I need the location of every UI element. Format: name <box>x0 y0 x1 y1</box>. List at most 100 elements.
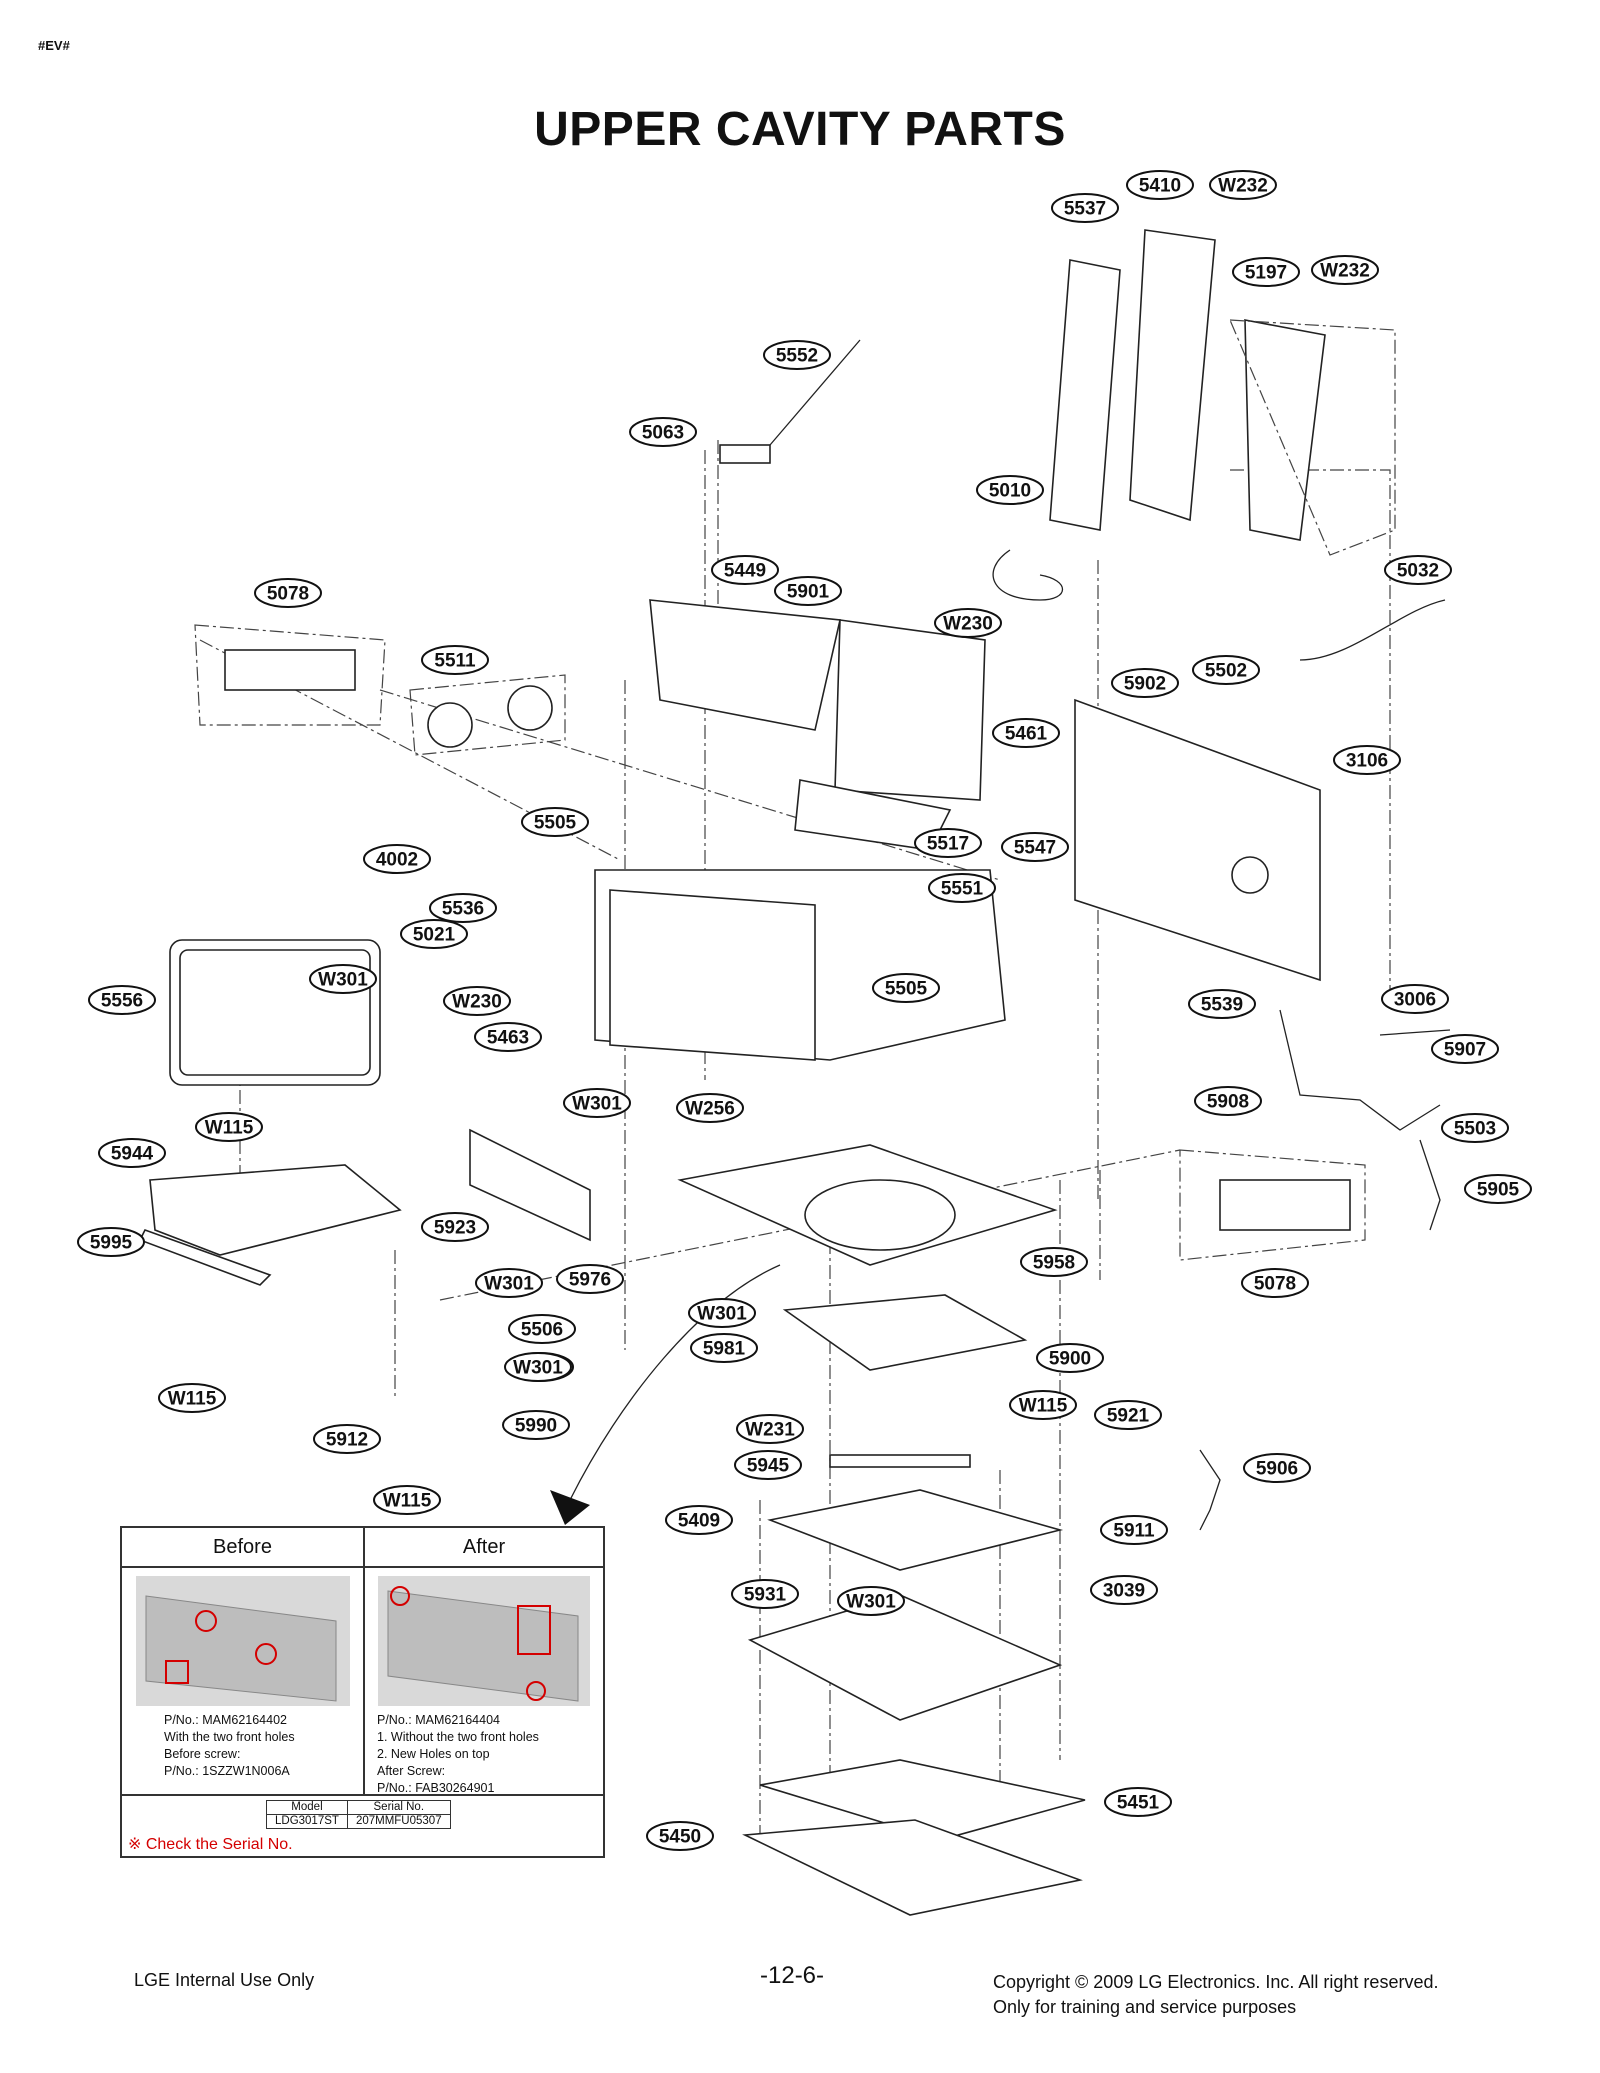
callout-w301: W301 <box>563 1088 631 1118</box>
after-line-3: 2. New Holes on top <box>377 1747 490 1761</box>
callout-w301: W301 <box>837 1586 905 1616</box>
before-column: Before P/No.: MAM62164402 With the two f… <box>122 1528 365 1794</box>
callout-5958: 5958 <box>1020 1247 1088 1277</box>
duct-assembly-5901 <box>834 619 986 801</box>
callout-5923: 5923 <box>421 1212 489 1242</box>
callout-label: W301 <box>697 1304 747 1325</box>
callout-label: 5552 <box>776 346 818 367</box>
callout-label: W301 <box>318 970 368 991</box>
callout-5511: 5511 <box>421 645 489 675</box>
callout-label: 5409 <box>678 1511 720 1532</box>
before-line-3: Before screw: <box>164 1747 241 1761</box>
callout-5503: 5503 <box>1441 1113 1509 1143</box>
after-line-1: P/No.: MAM62164404 <box>377 1713 500 1727</box>
callout-label: W256 <box>685 1099 735 1120</box>
callout-label: 5902 <box>1124 674 1166 695</box>
callout-label: 3006 <box>1394 990 1436 1011</box>
callout-label: W230 <box>943 614 993 635</box>
callout-5449: 5449 <box>711 555 779 585</box>
callout-label: 5506 <box>521 1320 563 1341</box>
callout-label: 5912 <box>326 1430 368 1451</box>
callout-5517: 5517 <box>914 828 982 858</box>
callout-5908: 5908 <box>1194 1086 1262 1116</box>
callout-label: W301 <box>572 1094 622 1115</box>
callout-label: 3039 <box>1103 1581 1145 1602</box>
bottom-assembly-5944 <box>149 1164 402 1256</box>
check-serial-note: ※ Check the Serial No. <box>128 1836 293 1853</box>
serial-value: 207MMFU05307 <box>346 1814 451 1829</box>
callout-label: 5958 <box>1033 1253 1075 1274</box>
callout-label: 5931 <box>744 1585 787 1606</box>
callout-label: W115 <box>168 1389 217 1410</box>
callout-label: W232 <box>1218 176 1268 197</box>
callout-label: 5945 <box>747 1456 790 1477</box>
callout-5450: 5450 <box>646 1821 714 1851</box>
callout-5900: 5900 <box>1036 1343 1104 1373</box>
callout-w256: W256 <box>676 1093 744 1123</box>
callout-5552: 5552 <box>763 340 831 370</box>
serial-header: Serial No. <box>346 1800 451 1815</box>
callout-5901: 5901 <box>774 576 842 606</box>
callout-5078: 5078 <box>254 578 322 608</box>
duct-5410 <box>1129 229 1216 522</box>
callout-5409: 5409 <box>665 1505 733 1535</box>
callout-5981: 5981 <box>690 1333 758 1363</box>
callout-label: 5463 <box>487 1028 529 1049</box>
after-photo <box>378 1576 590 1706</box>
after-line-5: P/No.: FAB30264901 <box>377 1781 495 1795</box>
callout-label: 5944 <box>111 1144 154 1165</box>
callout-5902: 5902 <box>1111 668 1179 698</box>
callout-5021: 5021 <box>400 919 468 949</box>
callout-w231: W231 <box>736 1414 804 1444</box>
before-photo <box>135 1576 350 1706</box>
callout-5010: 5010 <box>976 475 1044 505</box>
callout-w230: W230 <box>443 986 511 1016</box>
callout-3106: 3106 <box>1333 745 1401 775</box>
before-line-4: P/No.: 1SZZW1N006A <box>164 1764 290 1778</box>
callout-label: 5449 <box>724 561 766 582</box>
callout-5551: 5551 <box>928 873 996 903</box>
callout-w301: W301 <box>475 1268 543 1298</box>
callout-w232: W232 <box>1209 170 1277 200</box>
after-line-4: After Screw: <box>377 1764 446 1778</box>
before-heading: Before <box>122 1528 363 1568</box>
callout-5197: 5197 <box>1232 257 1300 287</box>
callout-5912: 5912 <box>313 1424 381 1454</box>
page-title: UPPER CAVITY PARTS <box>534 103 1066 156</box>
callout-label: 5556 <box>101 991 143 1012</box>
callout-5063: 5063 <box>629 417 697 447</box>
callout-5556: 5556 <box>88 985 156 1015</box>
note-divider <box>122 1794 603 1796</box>
callout-w301: W301 <box>688 1298 756 1328</box>
callout-5905: 5905 <box>1464 1174 1532 1204</box>
after-lines: P/No.: MAM62164404 1. Without the two fr… <box>365 1706 603 1797</box>
callout-label: 5063 <box>642 423 684 444</box>
callout-5906: 5906 <box>1243 1453 1311 1483</box>
callout-5911: 5911 <box>1100 1515 1168 1545</box>
page-number: -12-6- <box>760 1962 825 1989</box>
callout-label: 5511 <box>434 651 476 672</box>
igniter-bracket-5078-right <box>1179 1149 1366 1261</box>
callout-5506: 5506 <box>508 1314 576 1344</box>
before-line-1: P/No.: MAM62164402 <box>164 1713 287 1727</box>
callout-5505: 5505 <box>872 973 940 1003</box>
callout-5461: 5461 <box>992 718 1060 748</box>
rear-panel-5539 <box>1074 698 1321 982</box>
callout-label: 5502 <box>1205 661 1247 682</box>
callout-label: 5450 <box>659 1827 701 1848</box>
callout-label: 5537 <box>1064 199 1106 220</box>
training-line: Only for training and service purposes <box>993 1997 1297 2017</box>
callout-5976: 5976 <box>556 1264 624 1294</box>
copyright-line: Copyright © 2009 LG Electronics. Inc. Al… <box>993 1972 1439 1992</box>
callout-5463: 5463 <box>474 1022 542 1052</box>
callout-5990: 5990 <box>502 1410 570 1440</box>
callout-label: W301 <box>513 1358 563 1379</box>
callout-label: 5551 <box>941 879 984 900</box>
callout-5547: 5547 <box>1001 832 1069 862</box>
callout-label: 5032 <box>1397 561 1439 582</box>
burner-tube-5945 <box>829 1454 971 1468</box>
callout-5032: 5032 <box>1384 555 1452 585</box>
callout-label: 5010 <box>989 481 1031 502</box>
callout-label: W230 <box>452 992 502 1013</box>
callout-4002: 4002 <box>363 844 431 874</box>
